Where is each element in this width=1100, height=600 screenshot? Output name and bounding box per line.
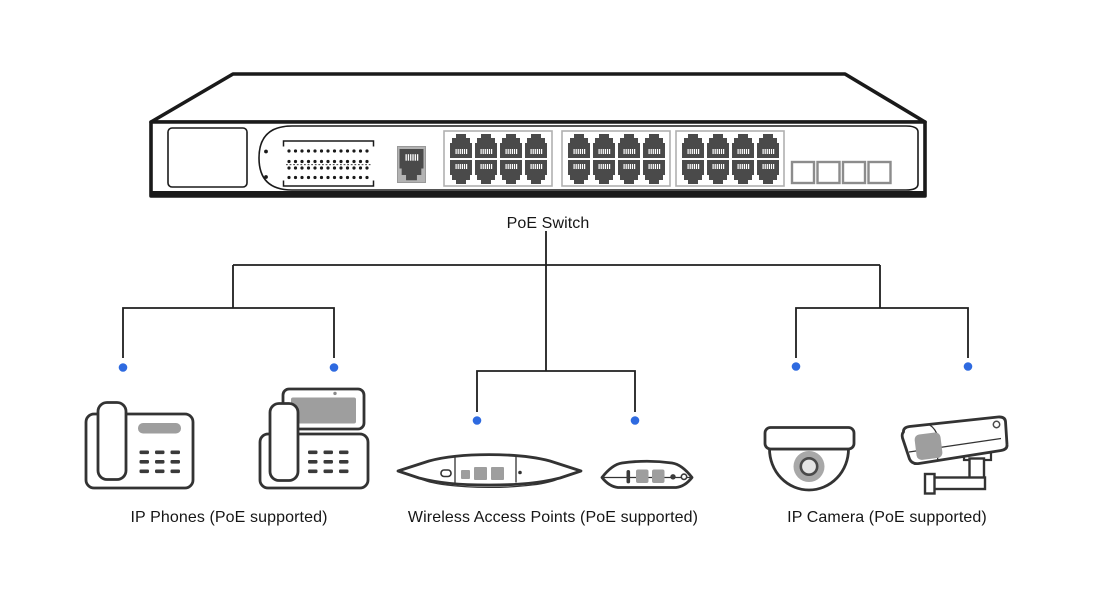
camera-indicator (992, 420, 1001, 429)
poe-dot (472, 416, 482, 425)
switch-port-group-2 (561, 130, 671, 187)
group-label-wireless-access-points: Wireless Access Points (PoE supported) (407, 509, 699, 526)
switch-label: PoE Switch (506, 215, 590, 232)
switch-console-port (397, 146, 426, 183)
connection-lines (122, 231, 969, 412)
group-label-ip-phones: IP Phones (PoE supported) (130, 509, 328, 526)
switch-base-bar (152, 191, 924, 196)
camera-mount-cap (923, 472, 936, 495)
ip-phone-basic-icon (84, 401, 195, 490)
poe-dot (963, 362, 973, 371)
ap-led (440, 469, 452, 478)
bullet-camera-icon (900, 415, 1009, 495)
group-label-ip-cameras: IP Camera (PoE supported) (787, 509, 987, 526)
switch-port-group-1 (443, 130, 553, 187)
wireless-ap-dome-icon (600, 459, 694, 489)
phone-keypad (139, 450, 180, 474)
switch-label-plate (167, 127, 248, 188)
poe-dot (630, 416, 640, 425)
wireless-ap-wing-icon (396, 453, 583, 488)
camera-mount-arm (930, 476, 987, 491)
poe-switch-illustration (149, 72, 927, 198)
poe-dot (118, 363, 128, 372)
ap-slot (626, 470, 631, 484)
poe-dot (329, 363, 339, 372)
phone-keypad (308, 450, 349, 474)
poe-connection-dots (118, 362, 973, 425)
ip-phone-video-icon (258, 387, 370, 490)
poe-dot (791, 362, 801, 371)
switch-port-group-3 (675, 130, 785, 187)
phone-camera-dot (333, 391, 337, 396)
dome-lens (799, 456, 819, 476)
switch-top-face (149, 72, 927, 124)
switch-led-panel (264, 140, 375, 187)
switch-sfp-ports (790, 160, 892, 185)
bullet-lens (914, 432, 943, 460)
dome-camera-icon (763, 426, 856, 492)
